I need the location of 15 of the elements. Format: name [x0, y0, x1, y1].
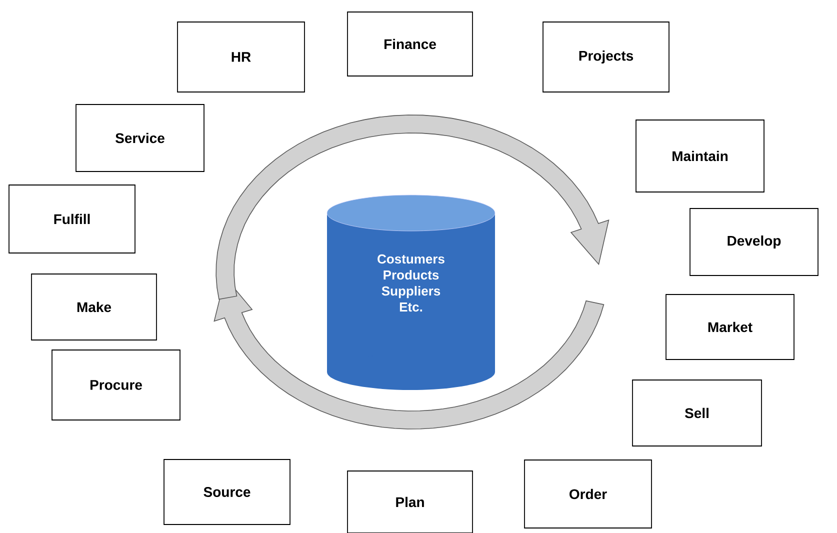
label-box: Order: [524, 460, 652, 528]
label-box: Market: [666, 294, 794, 360]
label-box: Service: [76, 104, 204, 172]
label-box: Source: [164, 459, 290, 525]
label-box: Maintain: [636, 120, 764, 192]
label-box: HR: [177, 22, 305, 92]
label-box: Finance: [347, 12, 473, 76]
database-cylinder: Costumers Products Suppliers Etc.: [326, 194, 496, 390]
label-box: Plan: [347, 470, 473, 533]
label-box: Make: [31, 274, 157, 340]
label-box: Procure: [52, 350, 180, 420]
label-box: Projects: [542, 22, 670, 92]
label-box: Develop: [690, 208, 818, 276]
label-box: Sell: [632, 380, 762, 446]
label-box: Fulfill: [8, 184, 136, 254]
